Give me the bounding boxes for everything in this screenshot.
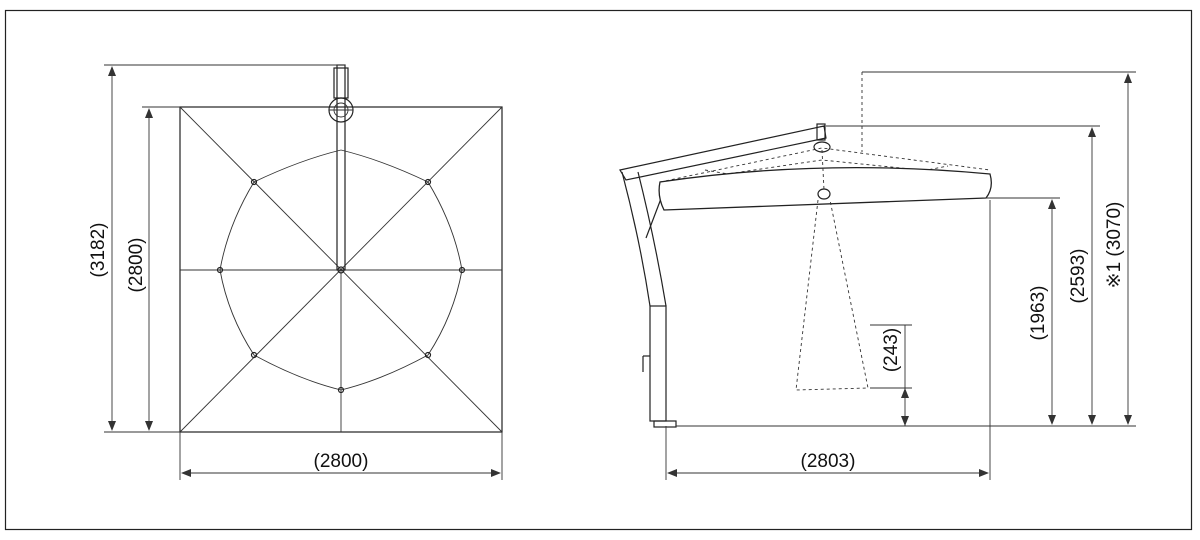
dimension-3070-label: ※1 (3070)	[1104, 202, 1125, 289]
support-strut	[645, 195, 663, 239]
rib-joint	[337, 386, 345, 394]
rib-joint	[458, 266, 466, 274]
dimension-2800-vertical-label: (2800)	[126, 238, 147, 293]
arrow	[491, 469, 501, 477]
canopy-shaft-dashed	[821, 149, 825, 191]
arrow	[1124, 73, 1132, 83]
pole-front	[621, 171, 651, 307]
arrow	[1124, 415, 1132, 425]
arrow	[1048, 199, 1056, 209]
dimension-243-label: (243)	[881, 328, 902, 372]
rib-joint	[424, 178, 432, 186]
arrow	[979, 469, 989, 477]
rib-joint	[250, 178, 258, 186]
arrow	[667, 469, 677, 477]
dimension-2593-label: (2593)	[1068, 249, 1089, 304]
canopy-hub-bottom	[817, 188, 831, 200]
arrow	[1048, 415, 1056, 425]
arrow	[145, 421, 153, 431]
rib-curve	[219, 149, 463, 391]
center-hub	[337, 266, 345, 274]
arrow	[901, 416, 909, 426]
dimension-3182-label: (3182)	[88, 223, 109, 278]
arrow	[181, 469, 191, 477]
arrow	[108, 66, 116, 76]
mast-top	[333, 67, 349, 99]
rib-joint	[250, 351, 258, 359]
dimension-2803-label: (2803)	[801, 451, 856, 472]
dimension-2800-horizontal-label: (2800)	[314, 451, 369, 472]
top-view: (3182) (2800) (2800)	[88, 64, 503, 480]
mast	[336, 64, 346, 271]
overhead-arm	[619, 125, 827, 181]
rib-joint	[216, 266, 224, 274]
swing-cone-dashed	[795, 199, 869, 391]
rib-joint	[424, 351, 432, 359]
arrow	[1088, 415, 1096, 425]
arrow	[145, 108, 153, 118]
dimension-1963-label: (1963)	[1028, 286, 1049, 341]
pole-back	[637, 171, 667, 307]
arrow	[1088, 127, 1096, 137]
arrow	[901, 388, 909, 398]
drawing-frame	[4, 9, 1193, 531]
arrow	[108, 421, 116, 431]
canopy-closed-dashed	[659, 147, 991, 183]
base-post	[649, 305, 667, 422]
arm-end-mount	[816, 123, 826, 141]
side-view: ※1 (3070) (2593) (1963) (243) (2803)	[619, 71, 1136, 480]
base-plate	[653, 420, 677, 428]
